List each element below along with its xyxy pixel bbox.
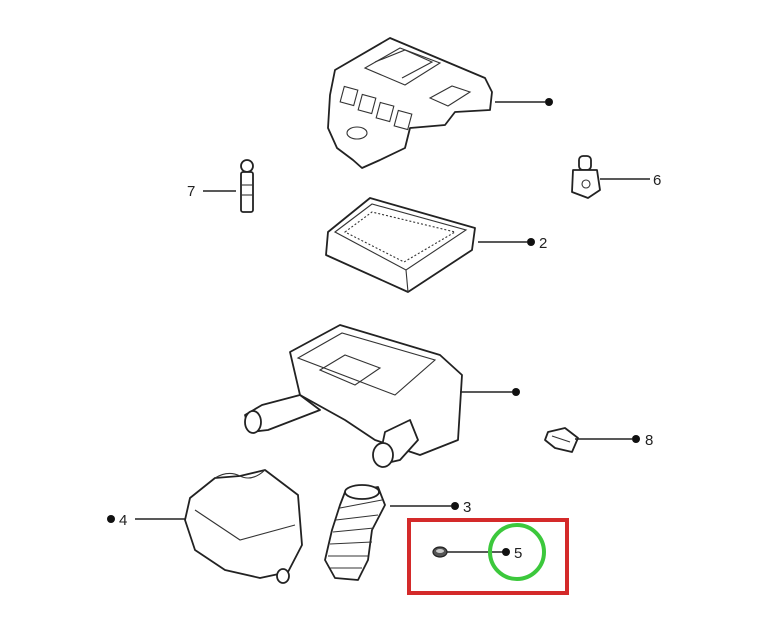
- callout-dot-4: [107, 515, 115, 523]
- callout-label-5: 5: [514, 545, 522, 562]
- part-6-sensor[interactable]: [571, 155, 601, 199]
- part-5-nut[interactable]: [432, 546, 448, 558]
- highlight-circle: [488, 523, 546, 581]
- callout-label-8: 8: [645, 432, 653, 449]
- part-8-clip[interactable]: [544, 427, 579, 453]
- callout-dot-8: [632, 435, 640, 443]
- engine-cover-part[interactable]: [327, 37, 493, 169]
- callout-label-6: 6: [653, 172, 661, 189]
- part-7-pin[interactable]: [240, 159, 254, 213]
- callout-dot-3: [451, 502, 459, 510]
- callout-dot-cover: [545, 98, 553, 106]
- callout-dot-airbox: [512, 388, 520, 396]
- callout-dot-2: [527, 238, 535, 246]
- callout-label-4: 4: [119, 512, 127, 529]
- part-2-air-filter[interactable]: [325, 197, 476, 293]
- highlight-box: [407, 518, 569, 595]
- callout-label-7: 7: [187, 183, 195, 200]
- part-3-intake-hose[interactable]: [324, 484, 386, 581]
- callout-dot-5: [502, 548, 510, 556]
- callout-label-2: 2: [539, 235, 547, 252]
- air-box-part[interactable]: [244, 324, 463, 468]
- callout-label-3: 3: [463, 499, 471, 516]
- part-4-resonator[interactable]: [184, 469, 303, 584]
